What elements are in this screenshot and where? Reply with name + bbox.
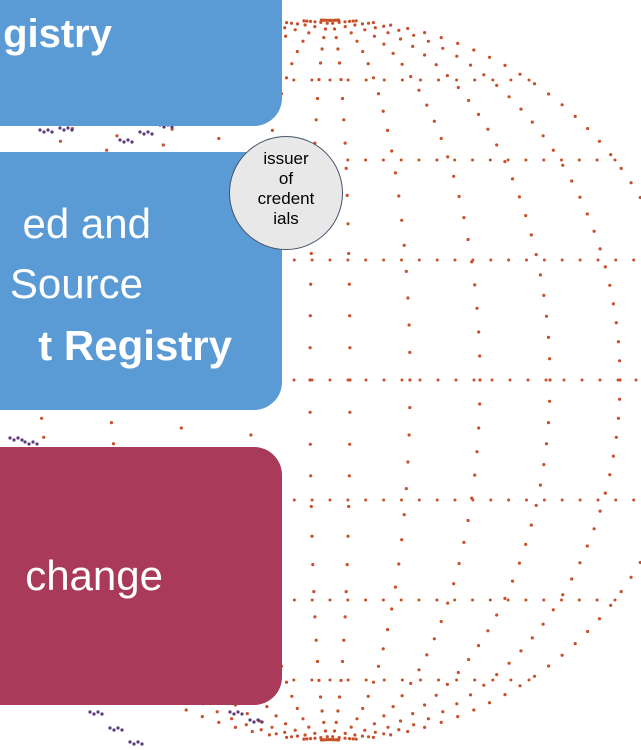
issuer-of-credentials-node: issuer of credent ials — [229, 136, 343, 250]
exchange-card: change — [0, 447, 282, 705]
trusted-registry-line-1: ed and — [22, 200, 151, 247]
issuer-node-label: issuer of credent ials — [257, 149, 315, 228]
trusted-registry-line-2: Source — [9, 260, 143, 307]
trusted-registry-line-3: t Registry — [38, 322, 232, 369]
exchange-card-label: change — [25, 552, 163, 599]
registry-card-top: gistry — [0, 0, 282, 126]
trusted-registry-card: ed and Source t Registry — [0, 152, 282, 410]
registry-card-top-label: gistry — [3, 12, 112, 56]
